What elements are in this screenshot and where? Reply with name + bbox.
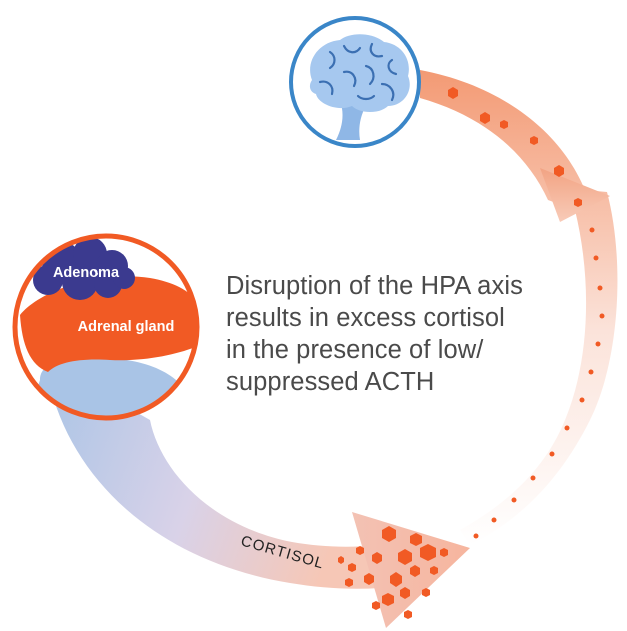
caption-line-3: in the presence of low/	[226, 336, 484, 364]
upper-arrow-head	[540, 168, 610, 222]
caption-line-2: results in excess cortisol	[226, 304, 505, 332]
caption-line-1: Disruption of the HPA axis	[226, 272, 523, 300]
arc-particles	[448, 87, 605, 539]
brain-node	[289, 16, 421, 148]
adenoma-label: Adenoma	[53, 265, 120, 281]
adrenal-node: Adenoma Adrenal gland	[12, 233, 200, 421]
caption-line-4: suppressed ACTH	[226, 368, 435, 396]
adrenal-gland-label: Adrenal gland	[78, 319, 175, 335]
adrenal-gland-shape	[20, 276, 199, 372]
diagram-caption: Disruption of the HPA axis results in ex…	[226, 270, 616, 398]
brain-icon	[309, 34, 410, 112]
adenoma-shape	[33, 237, 135, 300]
cortisol-particles	[338, 526, 448, 619]
